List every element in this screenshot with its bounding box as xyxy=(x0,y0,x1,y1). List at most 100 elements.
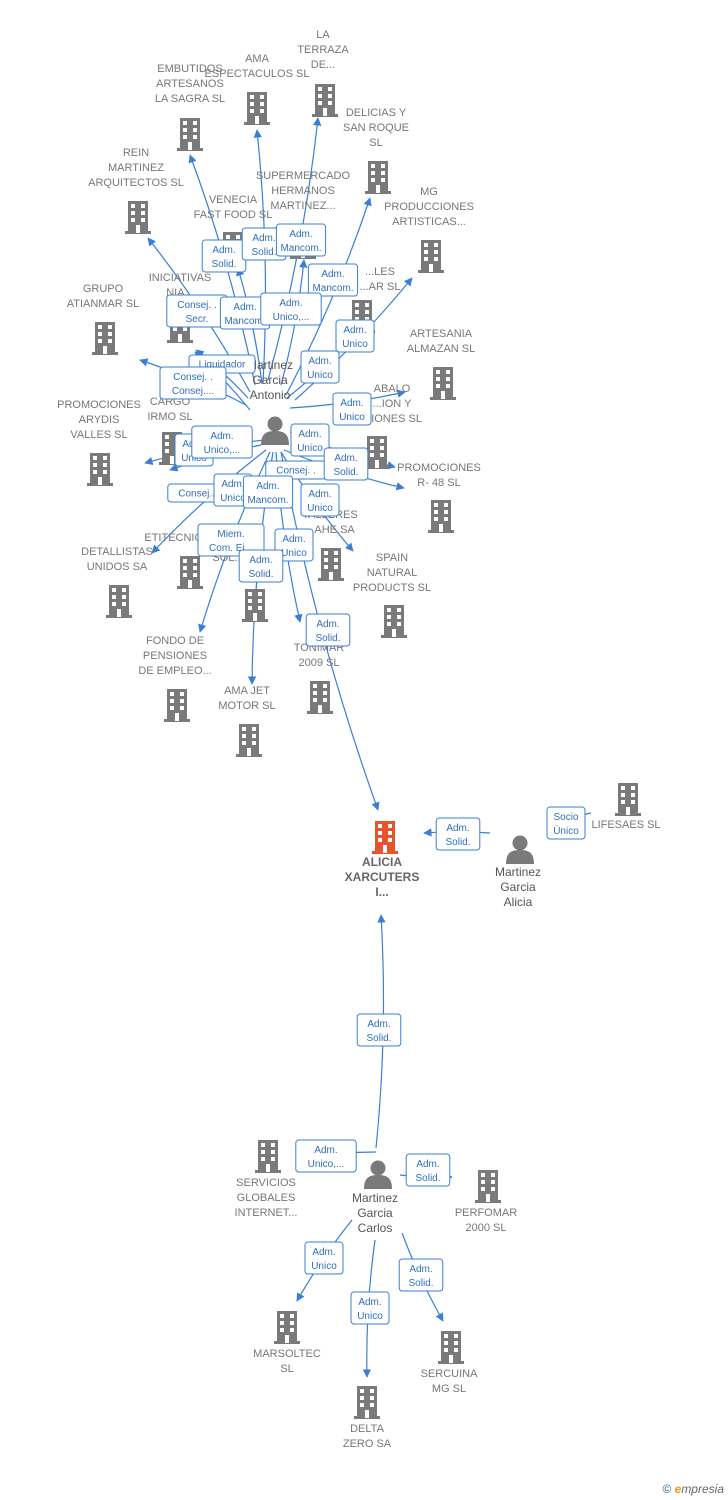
company-label-line: SUPERMERCADO xyxy=(256,170,351,182)
role-label-r12[interactable]: Adm.Unico xyxy=(332,392,372,426)
role-text-line: Adm. xyxy=(409,1264,432,1275)
person-label-line: Alicia xyxy=(504,895,533,909)
role-box-frame xyxy=(274,528,314,562)
company-label-line: HERMANOS xyxy=(271,185,335,197)
company-node-obscured_les[interactable]: ...LES...AR SL xyxy=(349,266,400,333)
role-text: Adm.Solid. xyxy=(248,555,273,580)
role-label-r19[interactable]: Adm.Unico xyxy=(213,473,253,507)
role-text-line: Com. Ej... xyxy=(209,543,253,554)
building-icon xyxy=(307,681,333,714)
role-label-r17[interactable]: Adm.Solid. xyxy=(323,447,369,481)
role-label-r4[interactable]: Adm.Mancom. xyxy=(307,263,359,297)
role-label-r30[interactable]: Adm.Solid. xyxy=(405,1153,451,1187)
role-label-r23[interactable]: Adm.Unico xyxy=(274,528,314,562)
role-label-r5[interactable]: Consej. .Secr. xyxy=(166,294,228,328)
role-label-r31[interactable]: Adm.Unico xyxy=(304,1241,344,1275)
role-box-frame xyxy=(238,549,284,583)
role-text-line: Adm. xyxy=(316,619,339,630)
building-icon xyxy=(365,161,391,194)
company-label-line: SL xyxy=(280,1363,293,1375)
role-label-r3[interactable]: Adm.Mancom. xyxy=(275,223,327,257)
role-label-r22[interactable]: Miem.Com. Ej... xyxy=(197,523,265,557)
role-label-r1[interactable]: Adm.Solid. xyxy=(201,239,247,273)
role-label-r18[interactable]: Consej... xyxy=(167,483,229,503)
building-icon xyxy=(106,585,132,618)
role-text-line: Solid. xyxy=(366,1033,391,1044)
role-text-line: Unico xyxy=(297,443,323,454)
company-label-line: ARQUITECTOS SL xyxy=(88,177,184,189)
company-label-line: AMA xyxy=(245,53,270,65)
company-label-line: FONDO DE xyxy=(146,635,204,647)
role-label-r32[interactable]: Adm.Solid. xyxy=(398,1258,444,1292)
company-node-lifesaes[interactable]: LIFESAES SL xyxy=(591,783,661,831)
focus-company-label-line: ALICIA xyxy=(362,855,402,869)
role-label-r29[interactable]: Adm.Unico,... xyxy=(295,1139,357,1173)
role-box-frame xyxy=(546,806,586,840)
role-text-line: Adm. xyxy=(358,1297,381,1308)
role-label-r21[interactable]: Adm.Unico xyxy=(300,483,340,517)
company-label-line: SPAIN xyxy=(376,552,408,564)
role-text-line: Consej.... xyxy=(172,386,214,397)
role-text: Adm.Unico xyxy=(307,356,333,381)
role-text-line: Solid. xyxy=(248,569,273,580)
role-label-r24[interactable]: Adm.Solid. xyxy=(238,549,284,583)
role-text: Adm.Unico xyxy=(311,1247,337,1272)
footer-brand[interactable]: © empresia xyxy=(662,1482,724,1496)
company-label-line: SL xyxy=(369,137,382,149)
role-text-line: Adm. xyxy=(298,429,321,440)
role-label-r20[interactable]: Adm.Mancom. xyxy=(242,475,294,509)
role-label-r2[interactable]: Adm.Solid. xyxy=(241,227,287,261)
role-text: Adm.Unico xyxy=(357,1297,383,1322)
role-label-r11[interactable]: Adm.Unico xyxy=(300,350,340,384)
role-label-r8[interactable]: Adm.Unico xyxy=(335,319,375,353)
role-label-r15[interactable]: Adm. Unico xyxy=(290,423,330,457)
role-label-r14[interactable]: Adm.Unico,... xyxy=(191,425,253,459)
role-box-frame xyxy=(295,1139,357,1173)
role-text: Adm.Unico,... xyxy=(273,298,310,323)
role-label-r25[interactable]: Adm.Solid. xyxy=(305,613,351,647)
copyright-symbol: © xyxy=(662,1482,672,1496)
person-icon xyxy=(261,416,289,445)
role-label-r28[interactable]: Adm.Solid. xyxy=(356,1013,402,1047)
role-text-line: Solid. xyxy=(333,467,358,478)
role-label-r10[interactable]: Consej. .Consej.... xyxy=(159,366,227,400)
company-node-abalo[interactable]: ABALO...ION Y...IONES SL xyxy=(362,383,422,469)
role-label-r33[interactable]: Adm.Unico xyxy=(350,1291,390,1325)
company-label-line: GLOBALES xyxy=(237,1192,296,1204)
company-node-etitecnic[interactable]: ETITECNIC... xyxy=(144,532,212,589)
role-label-r7[interactable]: Adm.Unico,... xyxy=(260,292,322,326)
role-text-line: Adm. xyxy=(314,1145,337,1156)
role-label-r26[interactable]: Adm.Solid. xyxy=(435,817,481,851)
